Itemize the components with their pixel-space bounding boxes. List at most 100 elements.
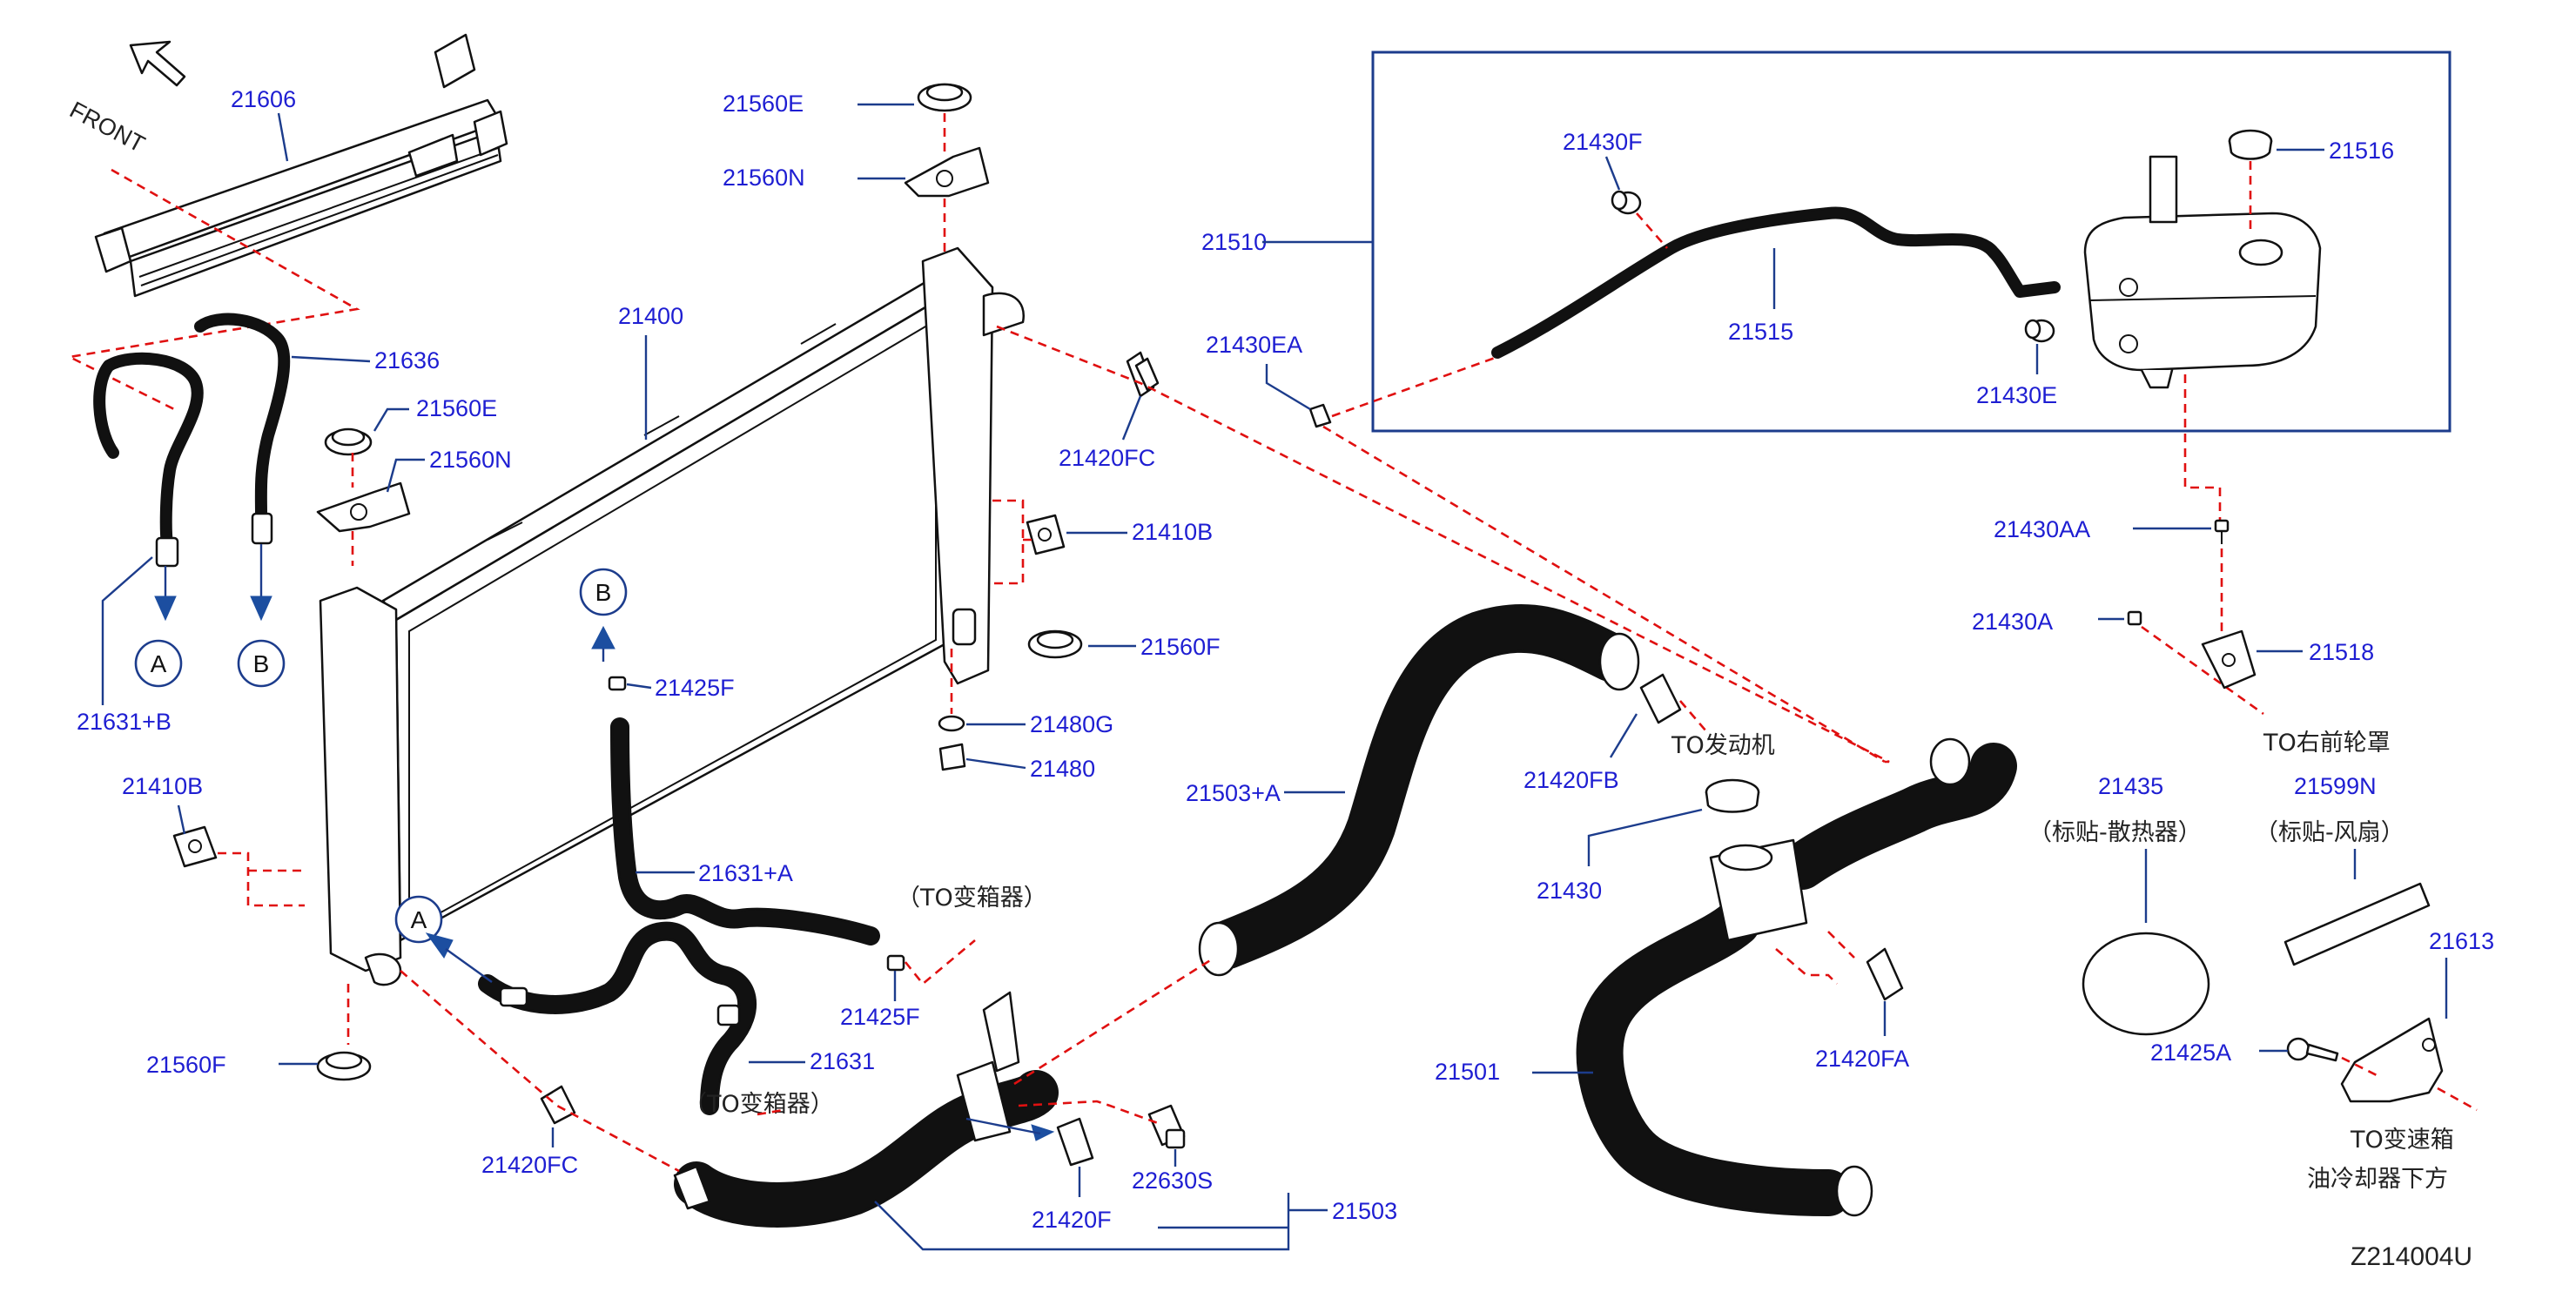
figure-code: Z214004U	[2351, 1242, 2472, 1271]
note-label-fan: （标贴-风扇）	[2255, 819, 2404, 846]
bracket-21613	[2340, 1017, 2444, 1103]
clip-21430ea	[1308, 403, 1332, 428]
label-21425a: 21425A	[2150, 1040, 2231, 1066]
clip-21425f-bot	[886, 954, 905, 972]
label-21503a: 21503+A	[1186, 780, 1281, 806]
coolant-hose-21631a	[478, 717, 880, 1115]
drain-plug-21480	[938, 743, 966, 771]
bracket-21560n-top	[904, 146, 990, 198]
clamp-21420fb	[1639, 673, 1682, 724]
bracket-21560n-left	[316, 481, 411, 533]
label-21518: 21518	[2309, 639, 2374, 665]
note-to-trans-1: （TO变箱器）	[897, 885, 1047, 912]
hose-21501	[1576, 737, 2017, 1217]
mount-21560f-left	[316, 1051, 372, 1081]
note-to-trans-cooler-1: TO变速箱	[2350, 1127, 2454, 1154]
mount-21560f-right	[1027, 629, 1083, 659]
fan-sticker	[2283, 882, 2431, 966]
svg-text:B: B	[253, 650, 270, 677]
label-21425f-top: 21425F	[655, 675, 735, 701]
sensor-22630s	[1147, 1104, 1186, 1149]
callout-b-left: B	[237, 639, 286, 688]
svg-text:A: A	[151, 650, 167, 677]
label-21510: 21510	[1201, 229, 1267, 255]
label-21501: 21501	[1435, 1059, 1500, 1085]
note-label-radiator: （标贴-散热器）	[2028, 819, 2202, 846]
label-21430: 21430	[1537, 878, 1602, 904]
lower-hose-21503	[673, 991, 1059, 1228]
clip-21425f-top	[608, 676, 627, 691]
reservoir-tube-21515	[1491, 206, 2061, 359]
label-21636: 21636	[374, 347, 440, 373]
arrow-to-a-right-icon	[425, 932, 493, 983]
clamp-21420fc-bot	[540, 1085, 576, 1125]
bolt-21430a	[2127, 610, 2142, 626]
label-21631a: 21631+A	[698, 860, 793, 886]
label-21560n-left: 21560N	[429, 447, 512, 473]
bolt-21430aa	[2214, 519, 2230, 544]
clip-21410b-right	[1026, 514, 1066, 555]
label-21516: 21516	[2329, 138, 2394, 164]
note-to-front-wheel: TO右前轮罩	[2263, 730, 2391, 757]
clamp-21420fc-top	[1126, 351, 1160, 398]
callout-a-right: A	[394, 895, 443, 944]
label-21631: 21631	[810, 1048, 875, 1074]
label-21420fc-top: 21420FC	[1059, 445, 1155, 471]
label-21515: 21515	[1728, 319, 1793, 345]
label-21430aa: 21430AA	[1994, 516, 2090, 542]
label-21430a: 21430A	[1972, 609, 2053, 635]
label-21430ea: 21430EA	[1206, 332, 1302, 358]
svg-text:B: B	[595, 579, 612, 606]
clamp-21420fa	[1866, 947, 1904, 1001]
cooler-hose-21631b	[93, 352, 204, 568]
label-21606: 21606	[231, 86, 296, 112]
label-21560e-left: 21560E	[416, 395, 497, 421]
cap-21516	[2228, 129, 2273, 160]
label-21430f: 21430F	[1563, 129, 1643, 155]
reservoir-tank	[2083, 155, 2322, 389]
label-21420fc-bot: 21420FC	[481, 1152, 578, 1178]
label-21430e: 21430E	[1976, 382, 2057, 408]
cooler-hose-21636	[194, 313, 291, 545]
clamp-21430e	[2024, 319, 2055, 343]
radiator-21400	[319, 246, 1026, 986]
note-to-engine: TO发动机	[1671, 732, 1775, 759]
label-21560f-left: 21560F	[146, 1052, 226, 1078]
label-21410b-left: 21410B	[122, 773, 203, 799]
svg-text:A: A	[411, 906, 427, 933]
front-label: FRONT	[65, 97, 149, 158]
label-21425f-bot: 21425F	[840, 1004, 920, 1030]
clip-21410b-left	[172, 825, 218, 868]
label-21599n: 21599N	[2294, 773, 2377, 799]
label-21420fa: 21420FA	[1815, 1046, 1909, 1072]
callout-b-right: B	[579, 568, 628, 616]
label-21435: 21435	[2098, 773, 2163, 799]
label-21420fb: 21420FB	[1523, 767, 1619, 793]
label-21480: 21480	[1030, 756, 1095, 782]
label-21420f: 21420F	[1032, 1207, 1112, 1233]
label-21560n-top: 21560N	[723, 165, 805, 191]
label-21400: 21400	[618, 303, 683, 329]
note-to-trans-cooler-2: 油冷却器下方	[2307, 1166, 2448, 1193]
callout-a-left: A	[134, 639, 183, 688]
oil-cooler-21606	[94, 33, 508, 298]
label-21480g: 21480G	[1030, 711, 1113, 737]
arrow-up-to-b-icon	[591, 625, 615, 662]
upper-hose-21503a	[1198, 603, 1640, 977]
washer-21480g	[938, 715, 965, 732]
label-22630s: 22630S	[1132, 1168, 1213, 1194]
mount-21560e-left	[324, 427, 373, 456]
radiator-cap-21430	[1705, 778, 1760, 813]
arrow-to-a-icon	[154, 566, 177, 622]
bolt-21425a	[2286, 1037, 2339, 1062]
label-21560f-right: 21560F	[1140, 634, 1221, 660]
front-arrow-icon	[129, 40, 186, 87]
radiator-sticker	[2082, 932, 2210, 1036]
bracket-21518	[2201, 629, 2257, 690]
label-21631b: 21631+B	[77, 709, 172, 735]
arrow-to-b-icon	[250, 544, 272, 622]
label-21613: 21613	[2429, 928, 2494, 954]
mount-21560e-top	[917, 83, 972, 112]
label-21410b-right: 21410B	[1132, 519, 1213, 545]
